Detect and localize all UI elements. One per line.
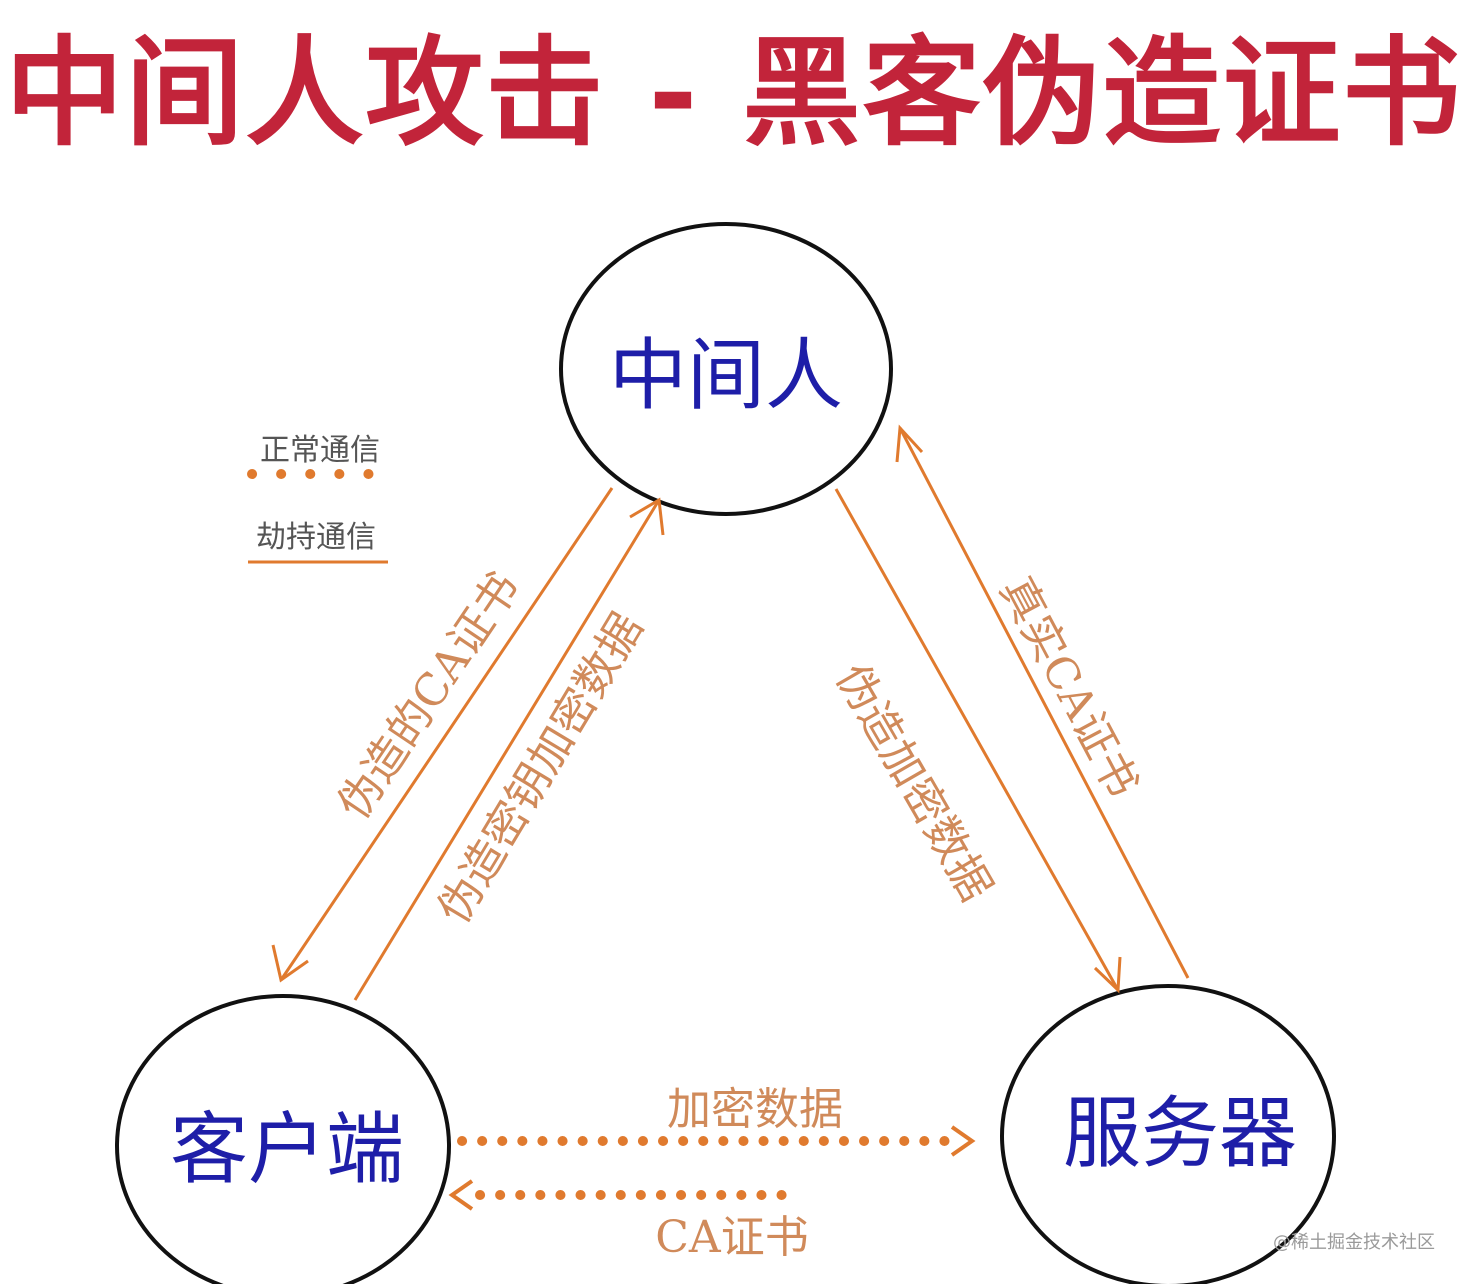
legend-hijack-label: 劫持通信 (256, 520, 376, 555)
encrypted-data-arrowhead (950, 1125, 976, 1157)
page-title: 中间人攻击 - 黑客伪造证书 (5, 24, 1463, 162)
encrypted-data-label: 加密数据 (667, 1084, 843, 1135)
real-ca-cert-label: 真实CA证书 (990, 569, 1148, 806)
ca-cert-label: CA证书 (655, 1212, 808, 1263)
fake-ca-cert-arrow (279, 487, 614, 981)
fake-encrypted-data-arrow (834, 488, 1120, 991)
client-label: 客户端 (170, 1105, 404, 1195)
fake-encrypted-data-arrowhead (1093, 956, 1122, 994)
legend-normal-label: 正常通信 (260, 433, 380, 468)
middleman-node (559, 222, 893, 516)
server-node (1000, 984, 1336, 1284)
real-ca-cert-arrowhead (895, 424, 924, 463)
fake-key-data-arrowhead (629, 497, 665, 536)
watermark: @稀土掘金技术社区 (1273, 1232, 1435, 1253)
client-node (115, 994, 451, 1284)
fake-encrypted-data-label: 伪造加密数据 (825, 656, 1001, 910)
fake-ca-cert-arrowhead (271, 944, 309, 983)
fake-key-data-arrow (353, 499, 661, 1001)
real-ca-cert-arrow (898, 427, 1190, 979)
middleman-label: 中间人 (609, 331, 843, 421)
ca-cert-arrowhead (448, 1179, 474, 1211)
server-label: 服务器 (1063, 1089, 1297, 1179)
